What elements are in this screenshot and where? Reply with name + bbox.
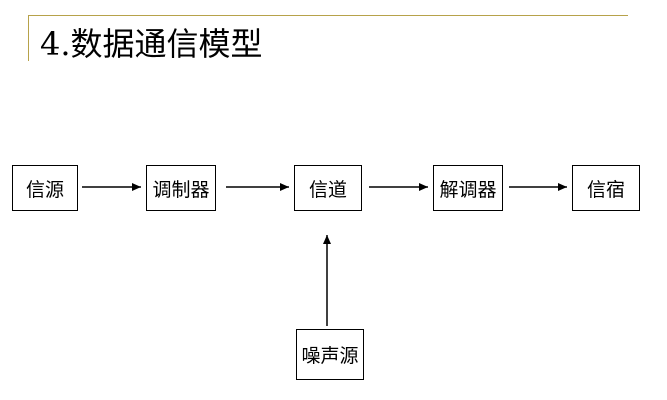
title-tick (28, 15, 29, 61)
node-channel: 信道 (294, 165, 362, 211)
node-source: 信源 (12, 165, 78, 211)
node-sink: 信宿 (572, 165, 640, 211)
node-noise-source: 噪声源 (296, 329, 364, 380)
title-rule (28, 15, 628, 16)
node-demodulator: 解调器 (433, 165, 503, 211)
node-modulator: 调制器 (146, 165, 216, 211)
slide-title: 4.数据通信模型 (40, 25, 263, 63)
